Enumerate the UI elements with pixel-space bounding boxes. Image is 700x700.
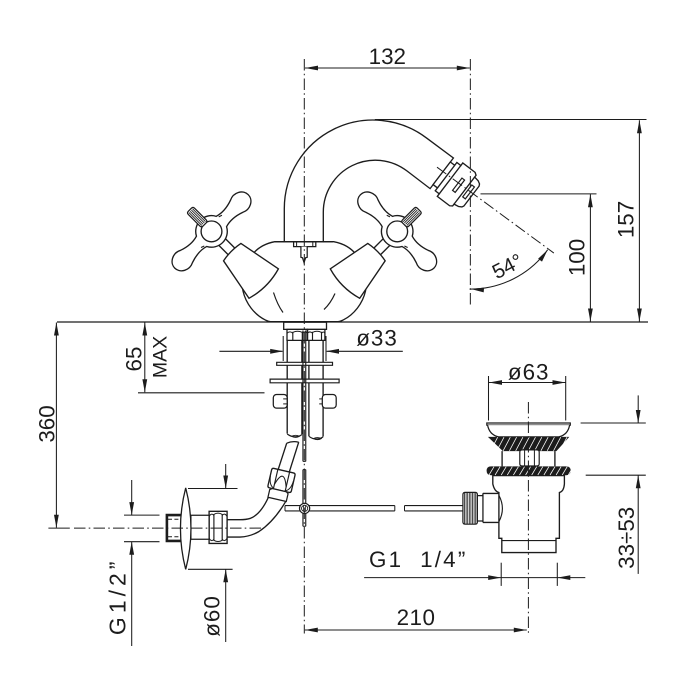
svg-text:ø63: ø63 [508, 359, 550, 384]
svg-text:157: 157 [614, 201, 639, 238]
svg-text:360: 360 [35, 405, 60, 442]
svg-text:210: 210 [397, 605, 436, 630]
svg-text:G1/2”: G1/2” [105, 558, 131, 636]
svg-text:MAX: MAX [150, 336, 172, 378]
svg-text:65: 65 [122, 347, 147, 372]
svg-text:100: 100 [565, 239, 590, 276]
svg-text:132: 132 [369, 44, 406, 69]
svg-text:ø60: ø60 [200, 595, 225, 637]
svg-text:G1 1/4”: G1 1/4” [369, 547, 468, 572]
svg-text:ø33: ø33 [356, 325, 398, 350]
svg-text:33÷53: 33÷53 [614, 507, 639, 569]
